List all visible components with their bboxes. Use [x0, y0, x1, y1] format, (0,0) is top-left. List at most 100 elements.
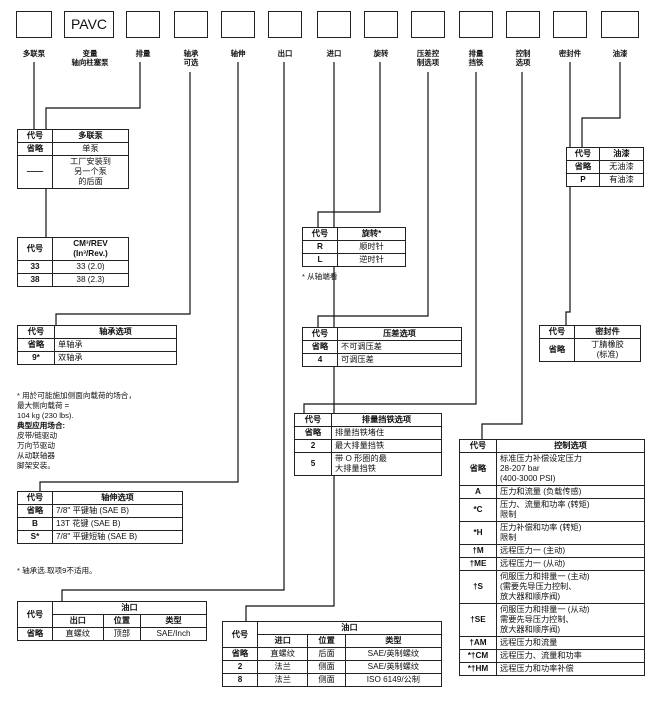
row-code: 9* — [17, 351, 55, 365]
label-bearing: 轴承 可选 — [183, 49, 199, 67]
code-box-pressure-diff — [411, 11, 445, 38]
header-code: 代号 — [302, 327, 338, 341]
row-code: †M — [459, 544, 497, 558]
row-type: SAE/英制螺纹 — [344, 647, 443, 661]
label-seal: 密封件 — [558, 49, 582, 58]
row-type: SAE/Inch — [140, 627, 207, 641]
row-desc: 7/8" 平键轴 (SAE B) — [52, 504, 183, 518]
row-code: R — [302, 240, 338, 254]
row-code: 省略 — [294, 426, 332, 440]
row-code: †SE — [459, 603, 497, 637]
table-row: 省略不可调压差 — [302, 340, 462, 354]
row-type: ISO 6149/公制 — [344, 673, 443, 687]
header-position: 位置 — [307, 634, 346, 648]
header-code: 代号 — [459, 439, 497, 453]
bearing-note-title: 典型应用场合: — [17, 421, 66, 430]
table-row: 省略排量挡铁堵住 — [294, 426, 442, 440]
row-desc: 双轴承 — [54, 351, 177, 365]
label-multi-pump: 多联泵 — [22, 49, 46, 58]
row-desc: 丁腈橡胶 (标准) — [574, 338, 641, 362]
code-box-shaft — [221, 11, 255, 38]
code-box-displacement — [126, 11, 160, 38]
row-desc: 逆时针 — [337, 253, 406, 267]
header-code: 代号 — [17, 601, 53, 628]
header-control: 控制选项 — [496, 439, 645, 453]
bearing-note-line3: 104 kg (230 lbs). — [17, 411, 74, 420]
row-code: 省略 — [222, 647, 258, 661]
row-desc: 无油漆 — [599, 160, 644, 174]
code-box-paint — [601, 11, 639, 38]
row-desc: 33 (2.0) — [52, 260, 129, 274]
row-type: SAE/英制螺纹 — [344, 660, 443, 674]
row-inlet: 法兰 — [256, 660, 309, 674]
row-desc: 可调压差 — [337, 353, 462, 367]
row-position: 顶部 — [102, 627, 142, 641]
row-desc: 顺时针 — [337, 240, 406, 254]
row-code: 省略 — [302, 340, 338, 354]
row-desc: 伺服压力和排量一 (从动) 需要先导压力控制、 放大器和顺序阀) — [496, 603, 645, 637]
label-paint: 油漆 — [612, 49, 628, 58]
line-outlet — [61, 62, 285, 602]
bearing-note-items: 皮带/链驱动 万向节驱动 从动联轴器 脚架安装。 — [17, 431, 58, 470]
table-row: 9*双轴承 — [17, 351, 177, 365]
code-box-stop — [459, 11, 493, 38]
row-desc: 远程压力和流量 — [496, 636, 645, 650]
row-desc: 压力补偿和功率 (转矩) 限制 — [496, 521, 645, 545]
label-outlet: 出口 — [277, 49, 293, 58]
header-code: 代号 — [566, 147, 600, 161]
header-code: 代号 — [17, 129, 53, 143]
row-code: 省略 — [459, 452, 497, 486]
header-multi-pump: 多联泵 — [52, 129, 129, 143]
row-code: *†HM — [459, 662, 497, 676]
row-code: †S — [459, 570, 497, 604]
row-code: 省略 — [17, 338, 55, 352]
row-desc: 压力、流量和功率 (转矩) 限制 — [496, 498, 645, 522]
bearing-table: 代号轴承选项 省略单轴承 9*双轴承 — [17, 325, 177, 365]
row-desc: 远程压力一 (从动) — [496, 557, 645, 571]
row-outlet: 直螺纹 — [52, 627, 104, 641]
row-code: 5 — [294, 452, 332, 476]
line-shaft — [39, 62, 239, 492]
row-code: †AM — [459, 636, 497, 650]
label-stop: 排量 挡铁 — [468, 49, 484, 67]
row-code: *H — [459, 521, 497, 545]
row-code: 2 — [222, 660, 258, 674]
bearing-note-line1: * 用於可能施加侧面向载荷的场合， — [17, 391, 136, 400]
header-code: 代号 — [17, 491, 53, 505]
row-position: 侧面 — [307, 660, 346, 674]
header-paint: 油漆 — [599, 147, 644, 161]
shaft-note: * 轴承选.取项9不适用。 — [17, 566, 97, 575]
row-position: 侧面 — [307, 673, 346, 687]
row-position: 后面 — [307, 647, 346, 661]
row-code: 省略 — [17, 627, 53, 641]
row-desc: 最大排量挡铁 — [331, 439, 442, 453]
code-box-inlet — [317, 11, 351, 38]
header-bearing: 轴承选项 — [54, 325, 177, 339]
line-pressure-diff — [317, 72, 429, 328]
table-row: 省略丁腈橡胶 (标准) — [539, 338, 641, 362]
header-outlet: 出口 — [52, 614, 104, 628]
row-code: 省略 — [539, 338, 575, 362]
row-code: 省略 — [566, 160, 600, 174]
bearing-note-line2: 最大侧向载荷 = — [17, 401, 70, 410]
code-box-outlet — [268, 11, 302, 38]
row-desc: 工厂安装到 另一个泵 的后面 — [52, 155, 129, 189]
label-pavc: 变量 轴向柱塞泵 — [71, 49, 109, 67]
header-pressure-diff: 压差选项 — [337, 327, 462, 341]
row-code: †ME — [459, 557, 497, 571]
